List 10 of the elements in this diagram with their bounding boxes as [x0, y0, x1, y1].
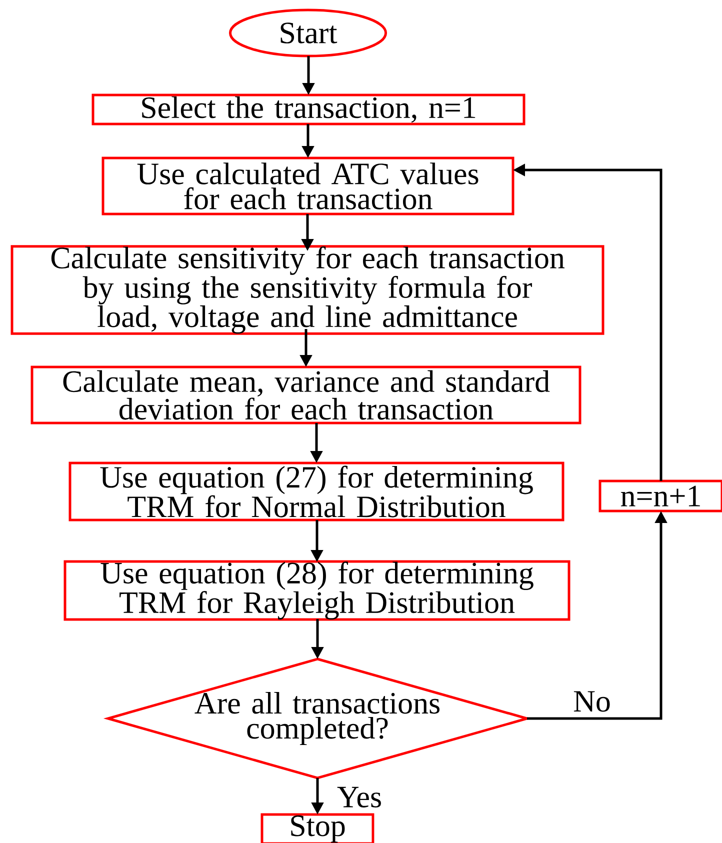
- process-box: Use equation (27) for determining TRM for Normal Distribution: [68, 462, 564, 522]
- process-box: Use equation (28) for determining TRM for Rayleigh Distribution: [64, 560, 570, 621]
- process-box: Select the transaction, n=1: [92, 94, 526, 126]
- process-box: Calculate mean, variance and standard deviation for each transaction: [30, 366, 582, 424]
- process-box: n=n+1: [598, 480, 722, 512]
- edge-label: No: [572, 690, 612, 713]
- process-box: Calculate sensitivity for each transaction by using the sensitivity formula for load, voltage and line admittance: [10, 245, 604, 335]
- edge-label: Yes: [336, 786, 384, 808]
- process-box: Use calculated ATC values for each transaction: [102, 156, 514, 216]
- process-box: Stop: [260, 813, 374, 843]
